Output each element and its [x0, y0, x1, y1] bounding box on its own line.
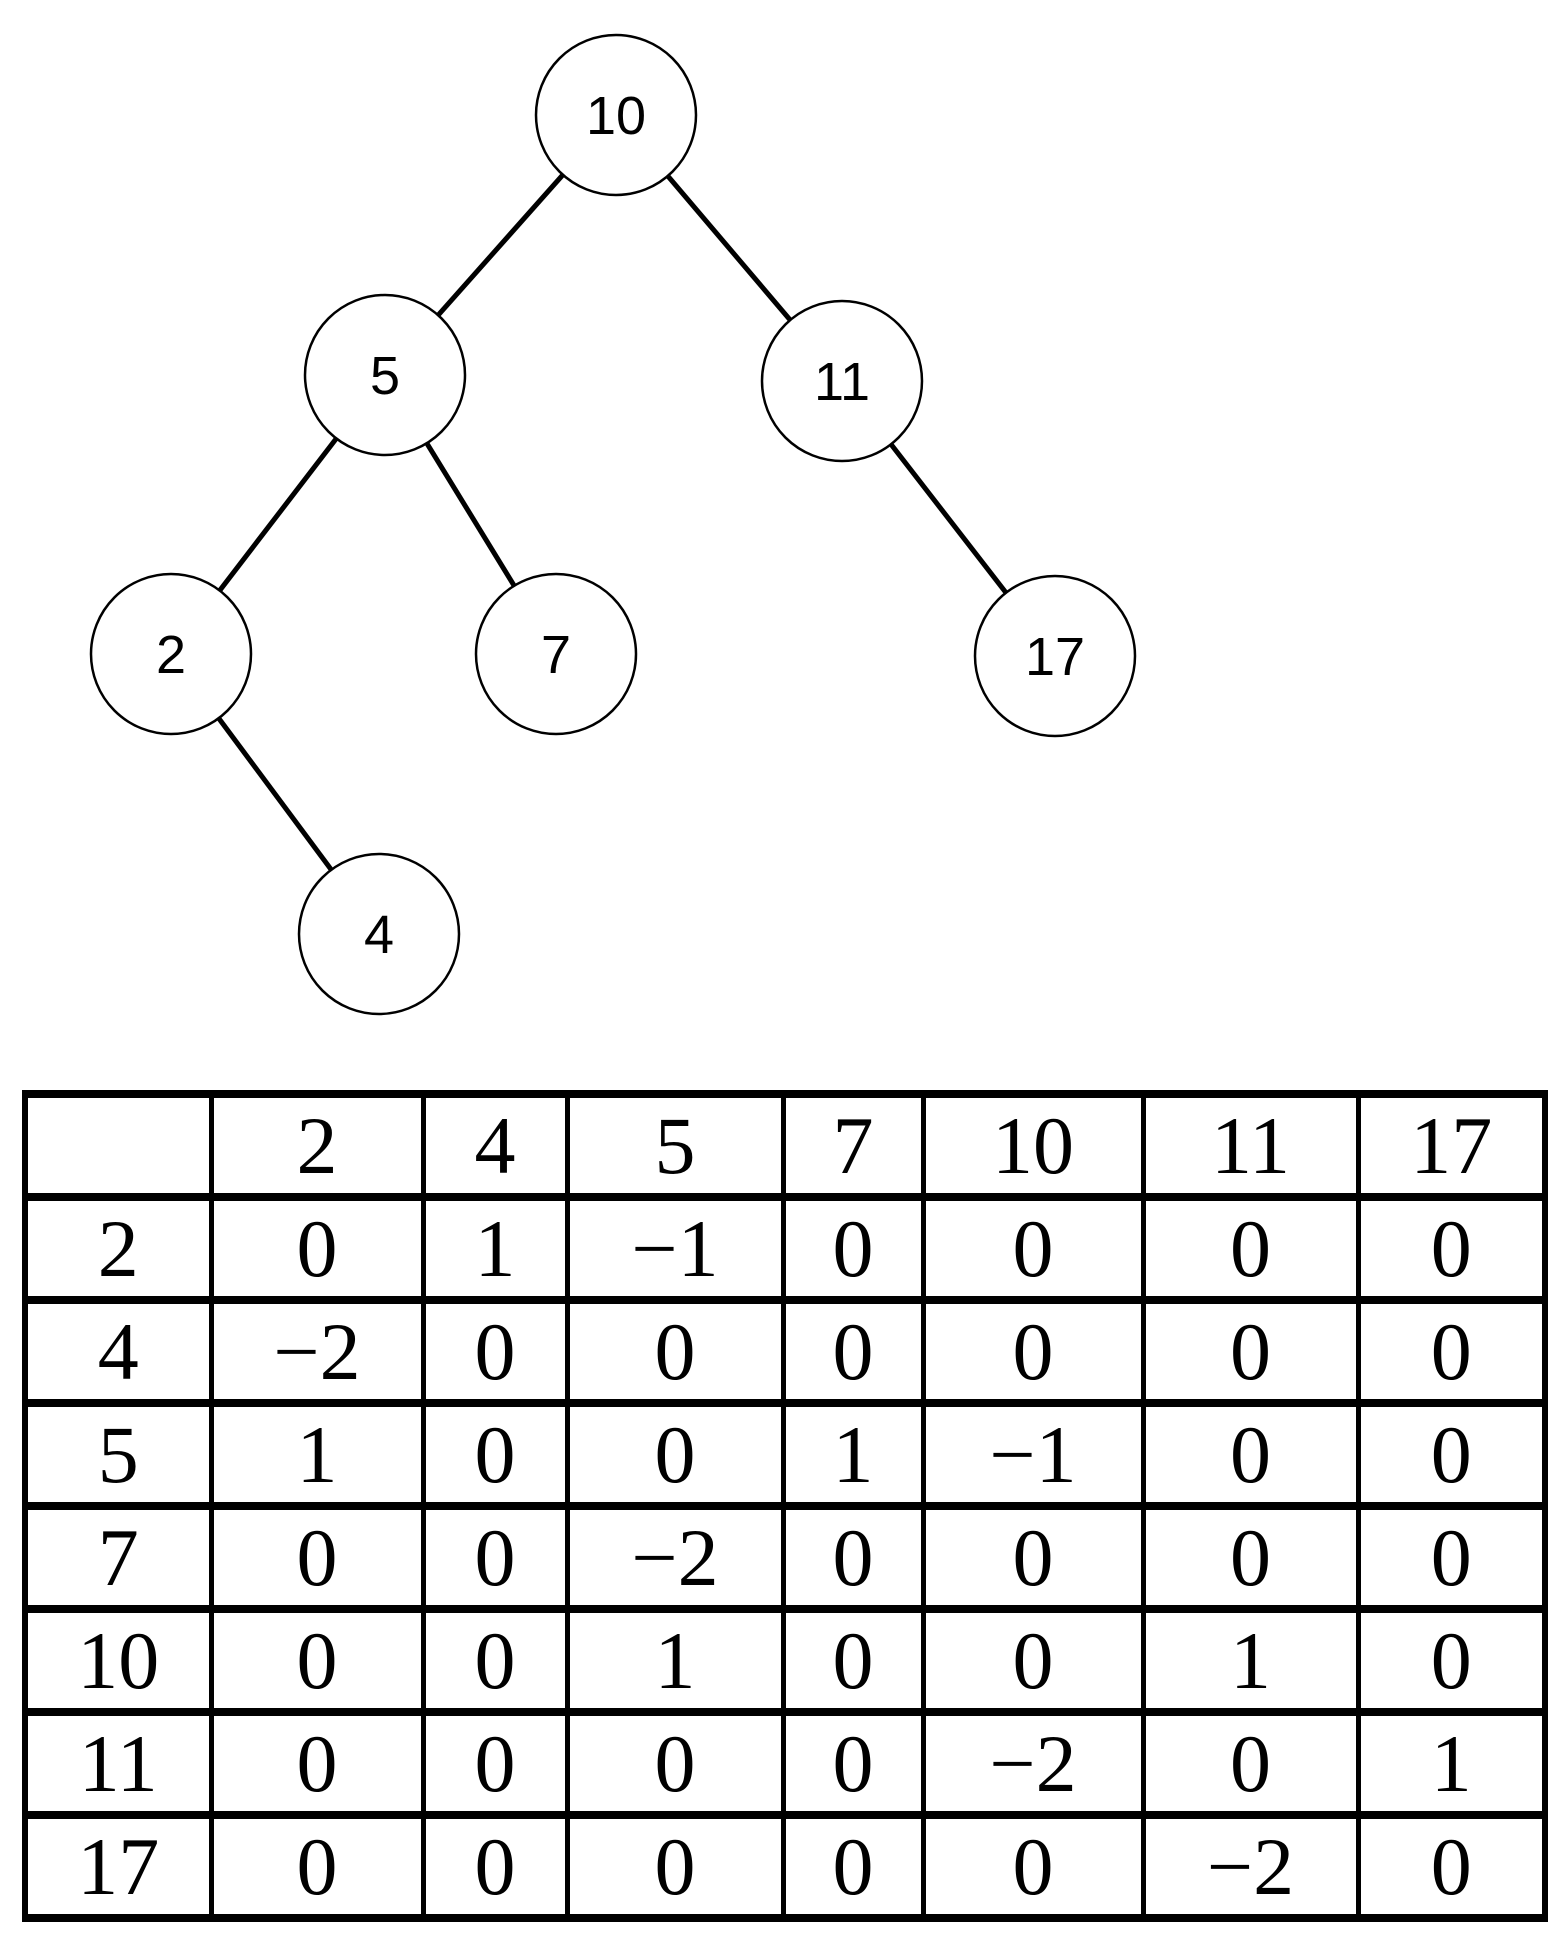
matrix-cell: 0	[1355, 1296, 1548, 1407]
col-header: 17	[1355, 1090, 1548, 1201]
col-header: 5	[564, 1090, 786, 1201]
matrix-cell: 0	[1355, 1502, 1548, 1613]
row-header: 5	[22, 1399, 214, 1510]
table-row: 10 0 0 1 0 0 1 0	[22, 1605, 1548, 1716]
matrix-cell: 0	[420, 1708, 570, 1819]
tree-node-10-label: 10	[586, 86, 646, 146]
matrix-cell: 0	[1140, 1296, 1361, 1407]
tree-node-17-circle	[973, 574, 1137, 738]
matrix-cell: 0	[780, 1502, 926, 1613]
matrix-cell: 0	[208, 1193, 426, 1304]
matrix-cell: −1	[920, 1399, 1146, 1510]
matrix-cell: 0	[208, 1811, 426, 1922]
row-header: 7	[22, 1502, 214, 1613]
matrix-cell: 0	[920, 1605, 1146, 1716]
matrix-cell: 0	[1355, 1399, 1548, 1510]
tree-node-5-circle	[303, 293, 467, 457]
tree-node-17-label: 17	[1025, 627, 1085, 687]
matrix-cell: 0	[780, 1296, 926, 1407]
matrix-cell: 0	[1355, 1605, 1548, 1716]
matrix-cell: 0	[420, 1502, 570, 1613]
matrix-cell: 0	[564, 1811, 786, 1922]
tree-node-5-label: 5	[370, 346, 400, 406]
matrix-cell: −2	[208, 1296, 426, 1407]
matrix-cell: 0	[208, 1708, 426, 1819]
matrix-cell: 0	[420, 1811, 570, 1922]
tree-node-11-circle	[760, 299, 924, 463]
matrix-cell: 0	[420, 1296, 570, 1407]
matrix-cell: 0	[420, 1605, 570, 1716]
matrix-cell: 0	[208, 1605, 426, 1716]
col-header: 10	[920, 1090, 1146, 1201]
tree-node-7-label: 7	[541, 625, 571, 685]
matrix-cell: 0	[1140, 1708, 1361, 1819]
tree-node-7-circle	[474, 572, 638, 736]
col-header: 11	[1140, 1090, 1361, 1201]
matrix-cell: −2	[1140, 1811, 1361, 1922]
binary-tree-diagram: 10 5 11 2 7 17 4	[89, 33, 1137, 1016]
matrix-cell: 0	[920, 1296, 1146, 1407]
matrix-cell: 1	[420, 1193, 570, 1304]
tree-node-10-circle	[534, 33, 698, 197]
matrix-cell: 0	[780, 1605, 926, 1716]
matrix-cell: 0	[564, 1399, 786, 1510]
matrix-cell: 0	[1355, 1193, 1548, 1304]
row-header: 4	[22, 1296, 214, 1407]
matrix-cell: 0	[780, 1708, 926, 1819]
table-row: 17 0 0 0 0 0 −2 0	[22, 1811, 1548, 1922]
matrix-cell: 0	[920, 1193, 1146, 1304]
matrix-cell: 0	[920, 1502, 1146, 1613]
matrix-cell: 0	[1140, 1193, 1361, 1304]
matrix-cell: −2	[564, 1502, 786, 1613]
table-row: 7 0 0 −2 0 0 0 0	[22, 1502, 1548, 1613]
tree-node-11-label: 11	[814, 352, 870, 412]
tree-node-2-circle	[89, 572, 253, 736]
row-header: 11	[22, 1708, 214, 1819]
matrix-cell: 1	[780, 1399, 926, 1510]
matrix-cell: −1	[564, 1193, 786, 1304]
matrix-cell: 1	[208, 1399, 426, 1510]
table-row: 4 −2 0 0 0 0 0 0	[22, 1296, 1548, 1407]
matrix-cell: 1	[564, 1605, 786, 1716]
col-header: 2	[208, 1090, 426, 1201]
matrix-cell: 0	[420, 1399, 570, 1510]
table-corner-cell	[22, 1090, 214, 1201]
adjacency-matrix-table: 2 4 5 7 10 11 17 2 0 1 −1 0 0 0 0 4 −2 0…	[22, 1090, 1548, 1922]
matrix-cell: 0	[564, 1708, 786, 1819]
tree-node-4-label: 4	[364, 905, 394, 965]
table-row: 11 0 0 0 0 −2 0 1	[22, 1708, 1548, 1819]
matrix-cell: 0	[208, 1502, 426, 1613]
table-row: 5 1 0 0 1 −1 0 0	[22, 1399, 1548, 1510]
matrix-cell: 0	[1140, 1502, 1361, 1613]
matrix-cell: 0	[1355, 1811, 1548, 1922]
table-row: 2 0 1 −1 0 0 0 0	[22, 1193, 1548, 1304]
matrix-cell: 0	[780, 1811, 926, 1922]
matrix-cell: −2	[920, 1708, 1146, 1819]
matrix-cell: 0	[920, 1811, 1146, 1922]
col-header: 7	[780, 1090, 926, 1201]
row-header: 10	[22, 1605, 214, 1716]
col-header: 4	[420, 1090, 570, 1201]
matrix-cell: 0	[1140, 1399, 1361, 1510]
matrix-cell: 1	[1140, 1605, 1361, 1716]
row-header: 2	[22, 1193, 214, 1304]
matrix-cell: 1	[1355, 1708, 1548, 1819]
table-header-row: 2 4 5 7 10 11 17	[22, 1090, 1548, 1201]
tree-node-4-circle	[297, 852, 461, 1016]
matrix-cell: 0	[780, 1193, 926, 1304]
row-header: 17	[22, 1811, 214, 1922]
tree-node-2-label: 2	[156, 625, 186, 685]
matrix-cell: 0	[564, 1296, 786, 1407]
